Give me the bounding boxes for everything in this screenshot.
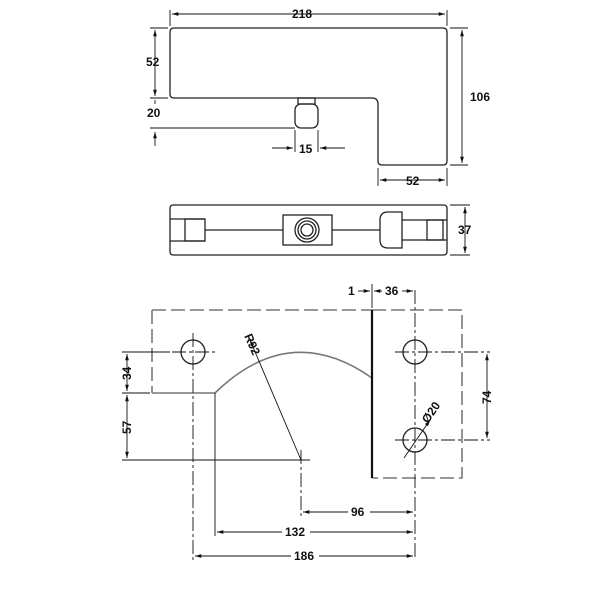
dim-offset: 20 xyxy=(147,106,161,120)
dim-radius: R92 xyxy=(241,332,263,358)
dim-96: 96 xyxy=(351,505,365,519)
dim-hole-dia: Ø20 xyxy=(419,399,443,426)
dim-132: 132 xyxy=(285,525,305,539)
bottom-view: R92 Ø20 1 36 34 57 74 96 132 186 xyxy=(120,284,494,563)
top-view: 218 106 52 20 15 52 xyxy=(146,7,490,188)
dim-lower-offset: 57 xyxy=(120,420,134,434)
dim-height: 106 xyxy=(470,90,490,104)
dim-186: 186 xyxy=(294,549,314,563)
dim-right-width: 52 xyxy=(406,174,420,188)
dim-width: 218 xyxy=(292,7,312,21)
dim-upper-offset: 34 xyxy=(120,366,134,380)
dim-hole-spacing: 74 xyxy=(480,390,494,404)
dim-thickness: 37 xyxy=(458,223,472,237)
dim-gap: 1 xyxy=(348,284,355,298)
dim-left-height: 52 xyxy=(146,55,160,69)
dim-hole-offset: 36 xyxy=(385,284,399,298)
dim-knob: 15 xyxy=(299,142,313,156)
side-view: 37 xyxy=(169,204,472,256)
